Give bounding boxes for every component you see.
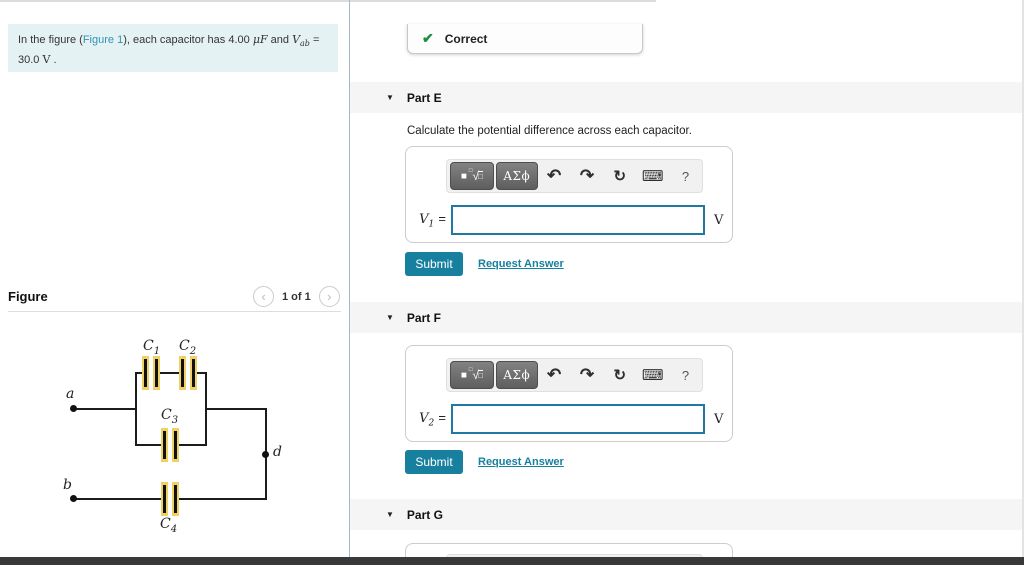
figure-pager-label: 1 of 1 xyxy=(282,290,311,303)
v1-answer-input[interactable] xyxy=(451,205,705,235)
wire-rect-top xyxy=(194,372,207,374)
part-f-label: Part F xyxy=(406,310,441,325)
bottom-window-edge xyxy=(0,557,1024,565)
equation-toolbar: ■□√□ ΑΣϕ ↶ ↷ ↻ ⌨ ? xyxy=(446,358,703,392)
equation-toolbar: ■□√□ ΑΣϕ ↶ ↷ ↻ ⌨ ? xyxy=(446,159,703,193)
part-e-label: Part E xyxy=(406,90,442,105)
capacitor-c2-label: C2 xyxy=(179,338,197,357)
volt-symbol: V xyxy=(42,52,51,66)
answer-row: V2 = V xyxy=(406,404,732,434)
wire-bottom xyxy=(176,498,266,500)
node-a-label: a xyxy=(66,386,75,402)
collapse-icon[interactable]: ▼ xyxy=(386,510,394,519)
capacitor-c3-label: C3 xyxy=(161,407,179,426)
help-icon[interactable]: ? xyxy=(681,168,690,184)
figure-prev-button[interactable]: ‹ xyxy=(253,286,274,307)
problem-text: In the figure ( xyxy=(18,34,83,46)
panel-divider xyxy=(349,0,350,565)
part-e-request-answer-link[interactable]: Request Answer xyxy=(478,258,564,270)
greek-symbols-button[interactable]: ΑΣϕ xyxy=(495,361,538,389)
part-f-request-answer-link[interactable]: Request Answer xyxy=(478,456,564,468)
right-panel: ✔ Correct ▼ Part E Calculate the potenti… xyxy=(350,0,1024,565)
capacitor-c1-label: C1 xyxy=(143,338,161,357)
greek-symbols-button[interactable]: ΑΣϕ xyxy=(495,162,538,190)
part-e-answer-box: ■□√□ ΑΣϕ ↶ ↷ ↻ ⌨ ? V1 = V xyxy=(405,146,733,243)
part-f-submit-button[interactable]: Submit xyxy=(405,450,463,474)
node-a-dot xyxy=(70,405,77,412)
problem-text: ), each capacitor has 4.00 xyxy=(123,34,253,46)
collapse-icon[interactable]: ▼ xyxy=(386,93,394,102)
help-icon[interactable]: ? xyxy=(681,367,690,383)
wire-rect-top xyxy=(156,372,184,374)
capacitor-c4-label: C4 xyxy=(160,516,178,535)
wire-bottom xyxy=(76,498,165,500)
wire-right-horizontal xyxy=(205,408,267,410)
correct-feedback-box: ✔ Correct xyxy=(407,24,643,54)
part-f-answer-box: ■□√□ ΑΣϕ ↶ ↷ ↻ ⌨ ? V2 = V xyxy=(405,345,733,442)
part-e-description: Calculate the potential difference acros… xyxy=(407,125,692,137)
problem-text: and xyxy=(267,34,293,46)
part-e-submit-button[interactable]: Submit xyxy=(405,252,463,276)
v1-unit: V xyxy=(714,212,724,228)
part-g-header[interactable]: ▼ Part G xyxy=(350,499,1024,530)
right-border xyxy=(1022,0,1024,565)
node-d-dot xyxy=(262,451,269,458)
microfarad-symbol: μF xyxy=(252,33,268,46)
wire-rect-bottom xyxy=(135,444,165,446)
node-d-label: d xyxy=(273,444,282,460)
reset-icon[interactable]: ↻ xyxy=(613,367,627,384)
correct-label: Correct xyxy=(444,31,488,46)
node-b-dot xyxy=(70,495,77,502)
wire-rect-bottom xyxy=(176,444,207,446)
v2-label: V2 = xyxy=(419,409,446,429)
redo-icon[interactable]: ↷ xyxy=(579,166,595,185)
wire-rect-top xyxy=(135,372,146,374)
wire-a xyxy=(76,408,136,410)
figure-1-link[interactable]: Figure 1 xyxy=(82,34,124,46)
keyboard-icon[interactable]: ⌨ xyxy=(641,168,664,185)
part-e-header[interactable]: ▼ Part E xyxy=(350,82,1024,113)
part-g-label: Part G xyxy=(406,507,443,522)
figure-divider xyxy=(8,311,341,312)
v2-unit: V xyxy=(714,411,724,427)
vab-symbol: V xyxy=(292,33,301,46)
node-b-label: b xyxy=(63,477,72,493)
voltage-value: 30.0 xyxy=(18,53,43,66)
v1-label: V1 = xyxy=(419,210,446,230)
equation-editor-button[interactable]: ■□√□ xyxy=(450,162,494,190)
problem-text: = xyxy=(309,34,320,46)
figure-next-button[interactable]: › xyxy=(318,286,340,307)
v2-answer-input[interactable] xyxy=(451,404,705,434)
keyboard-icon[interactable]: ⌨ xyxy=(641,367,664,384)
part-f-header[interactable]: ▼ Part F xyxy=(350,302,1024,333)
figure-section-title: Figure xyxy=(8,289,48,304)
undo-icon[interactable]: ↶ xyxy=(546,166,562,185)
problem-statement: In the figure (Figure 1), each capacitor… xyxy=(8,24,338,72)
undo-icon[interactable]: ↶ xyxy=(546,365,562,384)
top-border xyxy=(0,0,656,2)
checkmark-icon: ✔ xyxy=(422,30,434,46)
figure-pager: ‹ 1 of 1 › xyxy=(253,286,340,307)
collapse-icon[interactable]: ▼ xyxy=(386,313,394,322)
answer-row: V1 = V xyxy=(406,205,732,235)
wire-rect-left xyxy=(135,372,137,446)
reset-icon[interactable]: ↻ xyxy=(613,168,627,185)
equation-editor-button[interactable]: ■□√□ xyxy=(450,361,494,389)
redo-icon[interactable]: ↷ xyxy=(579,365,595,384)
